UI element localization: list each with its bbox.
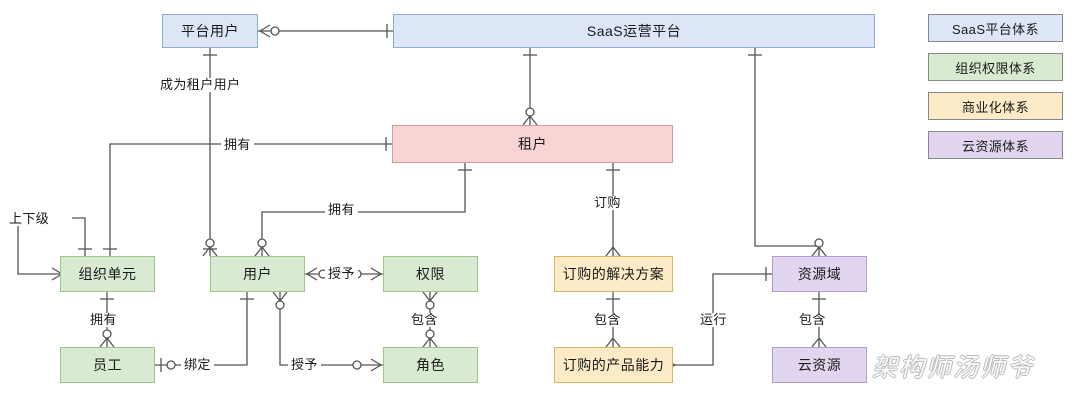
entity-saas-platform[interactable]: SaaS运营平台 <box>393 14 875 48</box>
edge-label-permission-contains-role: 包含 <box>408 313 441 327</box>
entity-user[interactable]: 用户 <box>210 256 305 292</box>
edge-label-employee-bind-user: 绑定 <box>181 358 214 372</box>
edge-tenant-org <box>261 163 466 256</box>
watermark-text: 架构师汤师爷 <box>872 353 1035 382</box>
edge-user-role <box>279 292 383 366</box>
entity-platform-user[interactable]: 平台用户 <box>162 14 258 48</box>
edge-label-become-tenant-user: 成为租户用户 <box>157 78 244 92</box>
edge-label-domain-contains-cloud: 包含 <box>796 313 829 327</box>
edge-label-tenant-owns-user: 拥有 <box>221 138 254 152</box>
entity-resource-domain[interactable]: 资源域 <box>772 256 867 292</box>
legend-item-org-system[interactable]: 组织权限体系 <box>928 53 1063 81</box>
edge-label-solution-contains-capability: 包含 <box>591 313 624 327</box>
entity-cloud-resource[interactable]: 云资源 <box>772 347 867 383</box>
edge-label-user-grant-role: 授予 <box>288 358 321 372</box>
edge-label-tenant-order: 订购 <box>591 196 624 210</box>
entity-permission[interactable]: 权限 <box>383 256 478 292</box>
legend-item-saas-system[interactable]: SaaS平台体系 <box>928 14 1063 42</box>
edge-label-org-hierarchy: 上下级 <box>6 212 53 226</box>
entity-org-unit[interactable]: 组织单元 <box>60 256 155 292</box>
edge-label-org-owns-employee: 拥有 <box>87 313 120 327</box>
edge-employee-user <box>155 292 248 366</box>
entity-tenant[interactable]: 租户 <box>392 125 673 163</box>
entity-ordered-capability[interactable]: 订购的产品能力 <box>554 347 673 383</box>
edge-tenant-user <box>109 143 392 256</box>
edge-saas-resourcedomain <box>754 48 820 256</box>
edge-org-hierarchy <box>72 217 86 256</box>
entity-employee[interactable]: 员工 <box>60 347 155 383</box>
legend-item-biz-system[interactable]: 商业化体系 <box>928 92 1063 120</box>
legend-item-cloud-system[interactable]: 云资源体系 <box>928 131 1063 159</box>
edge-label-capability-runs-on: 运行 <box>697 313 730 327</box>
edge-label-user-grant-permission: 授予 <box>325 267 358 281</box>
entity-role[interactable]: 角色 <box>383 347 478 383</box>
entity-ordered-solution[interactable]: 订购的解决方案 <box>554 256 673 292</box>
edge-label-tenant-owns-org: 拥有 <box>325 203 358 217</box>
